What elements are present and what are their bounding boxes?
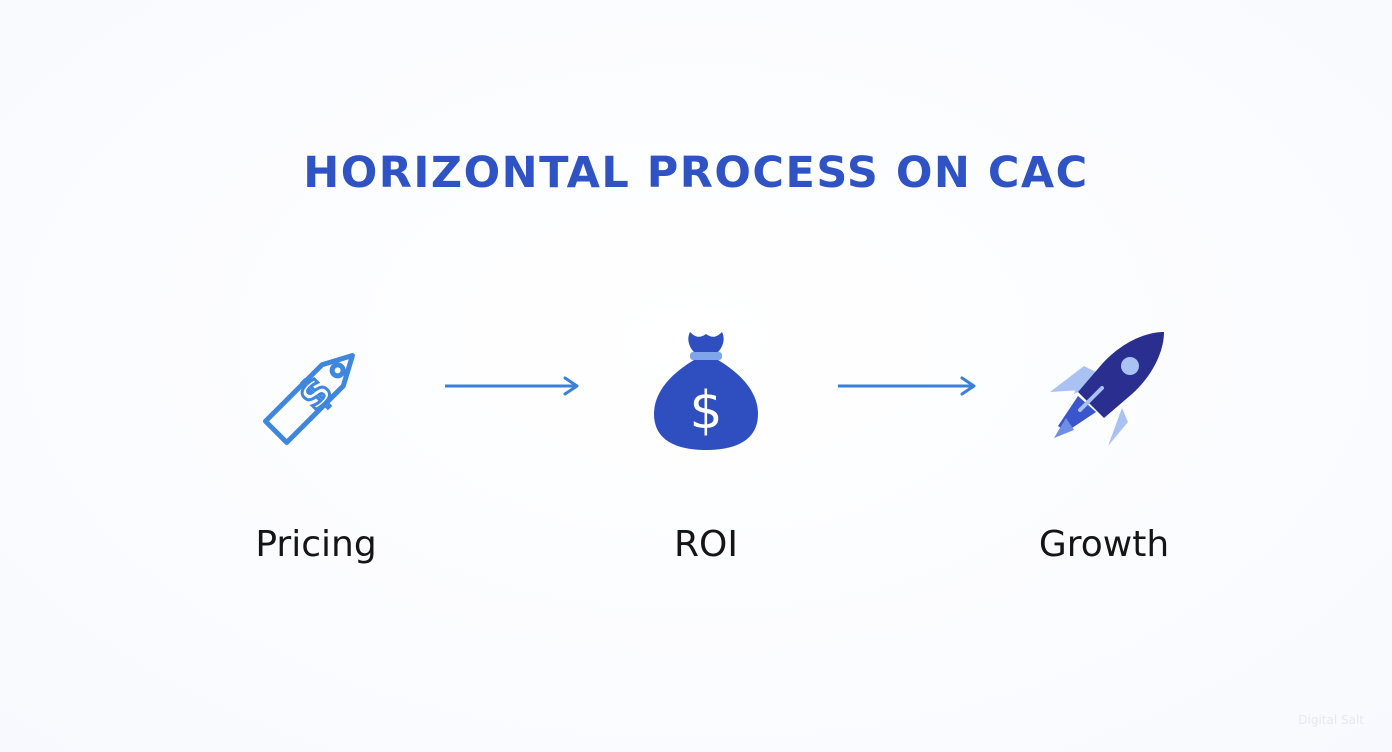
price-tag-dollar-icon: $ bbox=[252, 330, 378, 456]
rocket-icon bbox=[1044, 326, 1170, 452]
arrow-pricing-to-roi bbox=[443, 376, 581, 396]
watermark: Digital Salt bbox=[1298, 713, 1364, 727]
svg-text:$: $ bbox=[689, 381, 722, 441]
arrow-roi-to-growth bbox=[836, 376, 978, 396]
step-label-roi: ROI bbox=[674, 524, 738, 565]
step-label-growth: Growth bbox=[1038, 524, 1170, 565]
step-label-pricing: Pricing bbox=[255, 524, 377, 565]
money-bag-icon: $ bbox=[646, 326, 766, 454]
diagram-title: HORIZONTAL PROCESS ON CAC bbox=[303, 148, 1089, 198]
